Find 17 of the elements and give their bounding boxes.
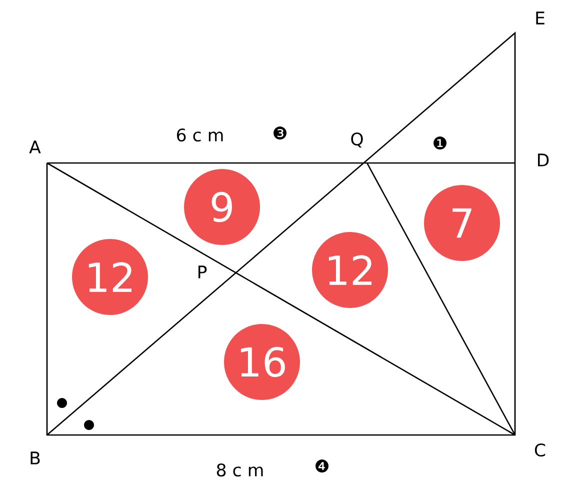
number-disc: 12 [312, 232, 388, 308]
number-disc: 12 [72, 239, 148, 315]
number-disc: 7 [424, 185, 500, 261]
figure-label: P [198, 266, 207, 278]
figure-label: B [30, 452, 40, 464]
figure-label: ❸ [274, 126, 286, 140]
figure-label: 8 c m [216, 463, 263, 477]
figure-label: 6 c m [176, 128, 223, 142]
figure-label: Q [351, 132, 363, 148]
figure-label: ❹ [316, 460, 328, 472]
figure-label: ❶ [434, 136, 446, 150]
figure-label: E [536, 12, 544, 24]
figure-label: D [538, 154, 549, 166]
number-disc: 16 [224, 324, 300, 400]
number-disc: 9 [184, 169, 260, 245]
figure-label: A [29, 140, 41, 154]
figure-label: C [534, 443, 546, 457]
